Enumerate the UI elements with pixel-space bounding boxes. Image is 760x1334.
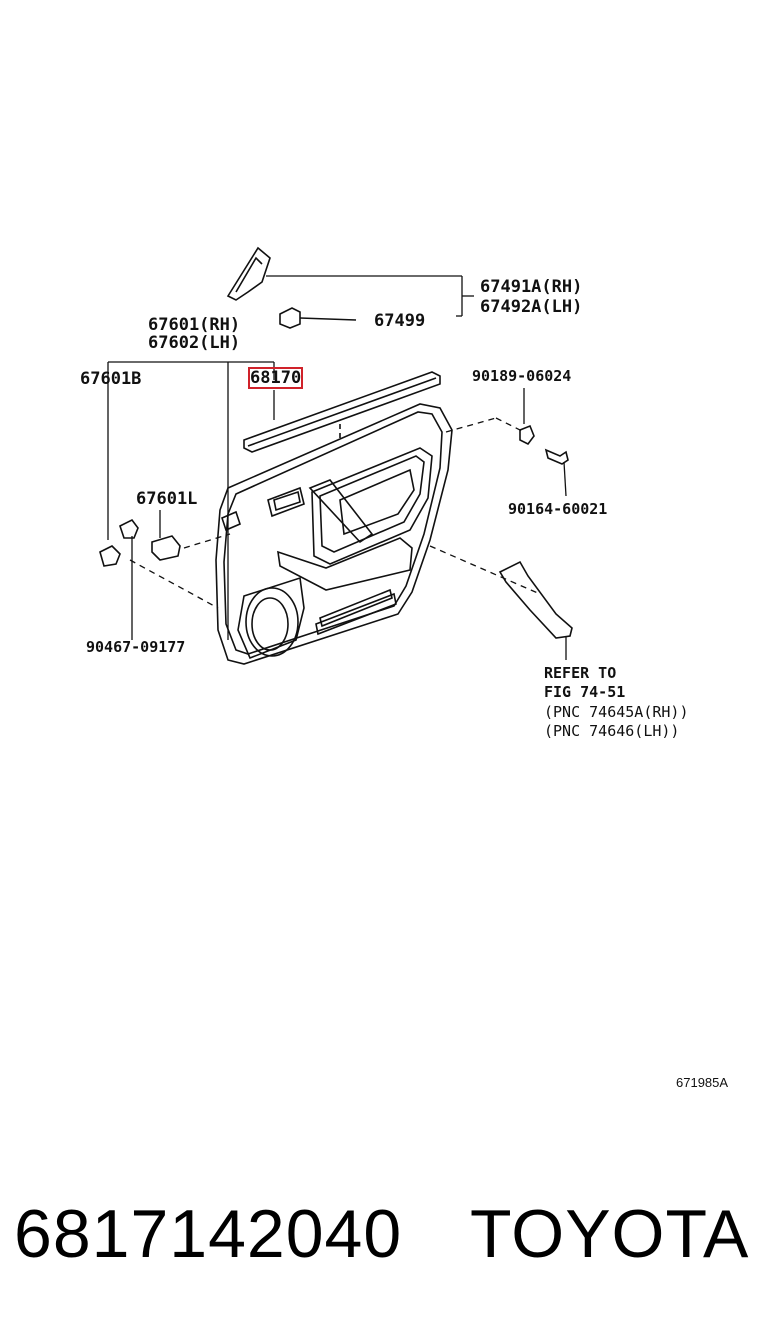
clip-67601b xyxy=(99,518,139,640)
figure-number: 671985A xyxy=(676,1075,729,1090)
callout-90467: 90467-09177 xyxy=(86,638,186,656)
refer-line-1: REFER TO xyxy=(544,664,617,682)
clip-67499 xyxy=(279,307,357,329)
refer-line-3: (PNC 74645A(RH)) xyxy=(544,703,689,721)
refer-line-2: FIG 74-51 xyxy=(544,683,626,701)
callout-67499: 67499 xyxy=(374,311,426,331)
part-number: 6817142040 xyxy=(14,1196,403,1272)
brand-name: TOYOTA xyxy=(470,1196,750,1272)
door-panel xyxy=(215,403,453,665)
callout-67601: 67601(RH) xyxy=(148,315,241,335)
handle-insert-part xyxy=(498,560,573,660)
callout-67492a: 67492A(LH) xyxy=(480,297,583,317)
callout-90164: 90164-60021 xyxy=(508,500,608,518)
callout-90189: 90189-06024 xyxy=(472,367,572,385)
bracket-67491a xyxy=(266,275,474,317)
callout-68170-highlighted: 68170 xyxy=(247,367,304,389)
screw-90189 xyxy=(519,388,535,446)
weatherstrip-68170 xyxy=(243,371,441,453)
callout-67602: 67602(LH) xyxy=(148,333,241,353)
callout-67601l: 67601L xyxy=(136,489,198,509)
dashed-leaders xyxy=(129,417,541,609)
callout-67491a: 67491A(RH) xyxy=(480,277,583,297)
bracket-67601 xyxy=(107,361,275,640)
mirror-cover-part xyxy=(226,246,271,301)
refer-line-4: (PNC 74646(LH)) xyxy=(544,722,680,740)
screw-90164 xyxy=(544,448,569,497)
clip-67601l xyxy=(151,510,181,561)
callout-67601b: 67601B xyxy=(80,369,142,389)
